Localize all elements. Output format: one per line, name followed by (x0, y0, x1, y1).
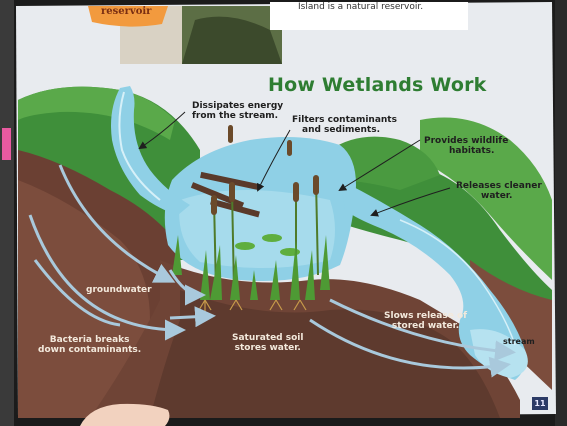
bookmark (2, 128, 11, 160)
orange-tab (88, 6, 168, 27)
label-groundwater: groundwater (86, 285, 152, 295)
page-title: How Wetlands Work (268, 74, 487, 96)
caption-box (270, 2, 468, 30)
incoming-stream (111, 86, 190, 215)
label-stream: stream (503, 337, 535, 346)
page-number: 11 (532, 397, 548, 410)
hand (80, 403, 170, 426)
groundwater-flow-arrows (28, 164, 516, 378)
tab-label: reservoir (101, 6, 152, 17)
book-left-edge (0, 0, 14, 426)
top-caption: Island is a natural reservoir. (298, 2, 424, 12)
